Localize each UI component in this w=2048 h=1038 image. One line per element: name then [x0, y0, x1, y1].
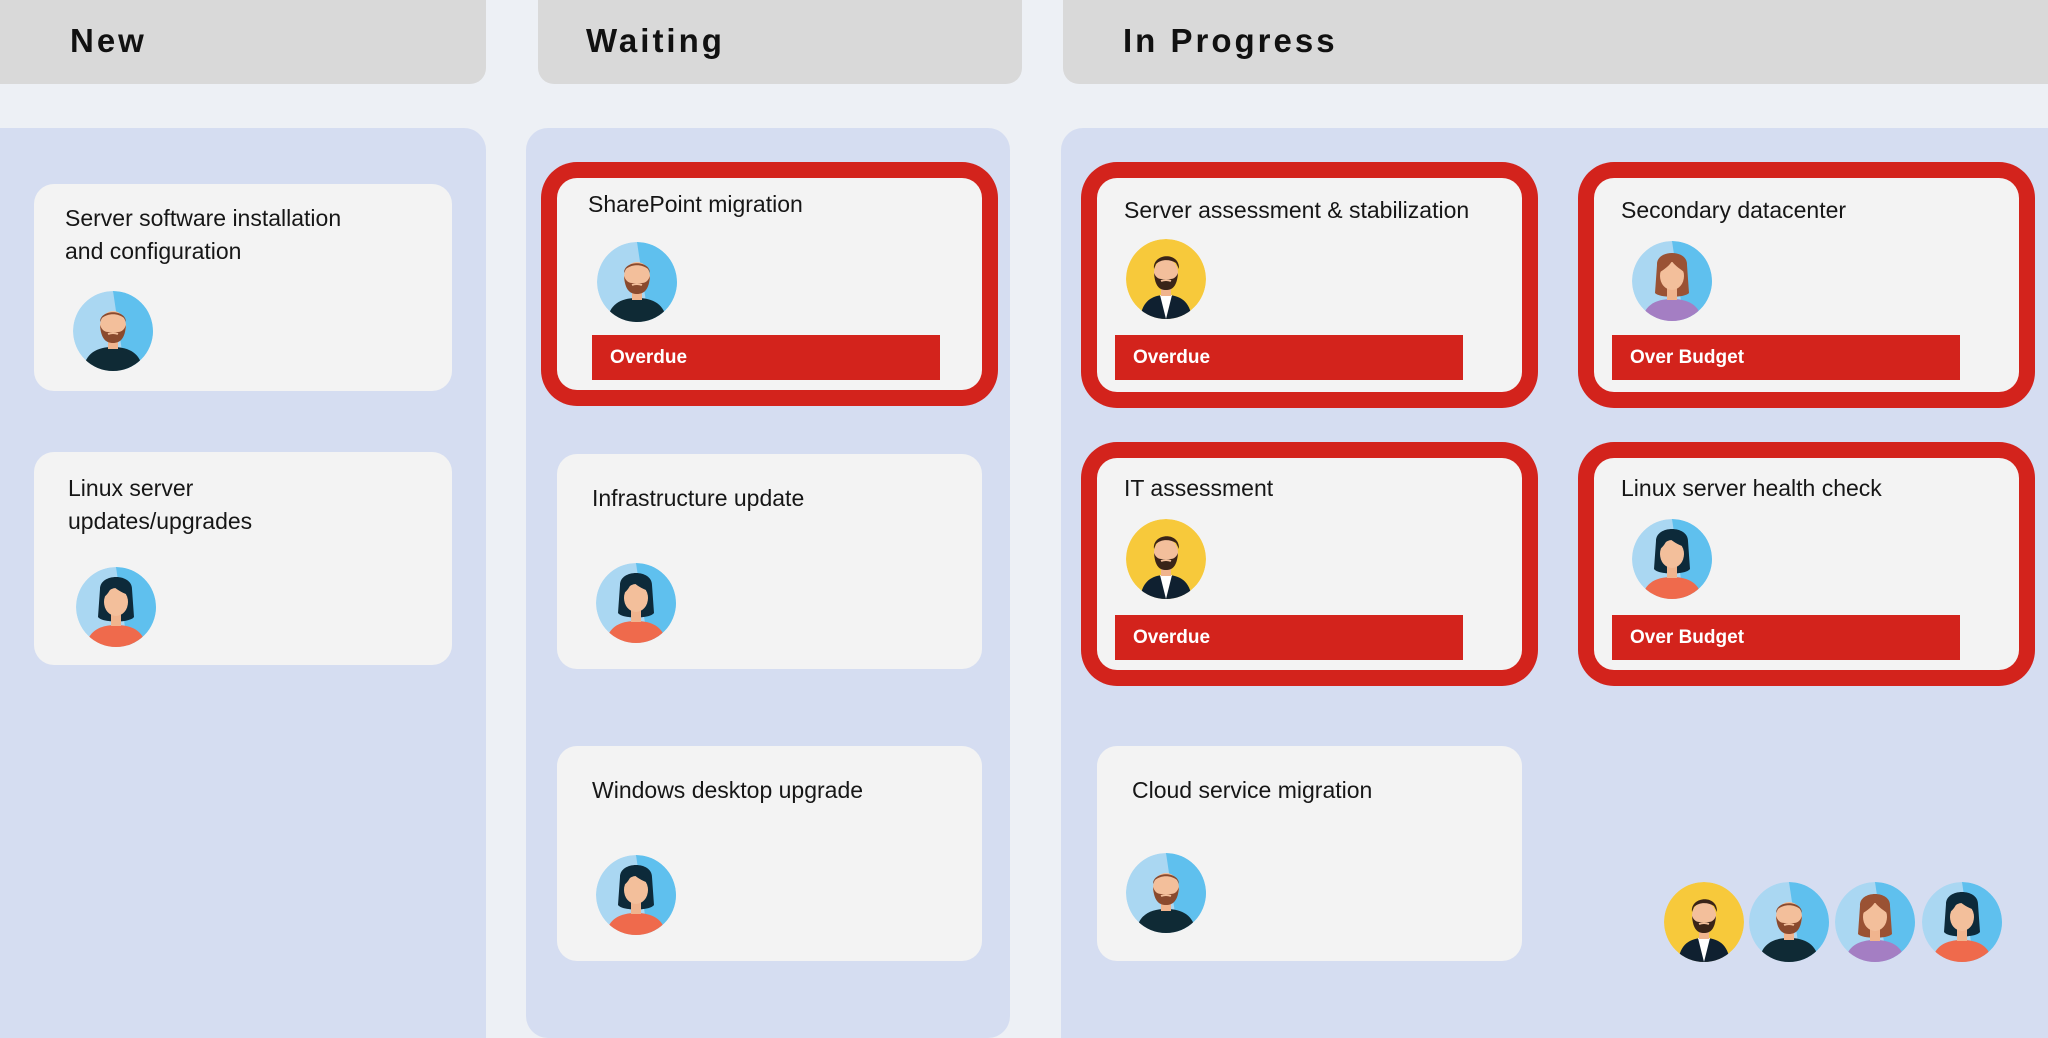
column-header-waiting: Waiting	[538, 0, 1022, 84]
column-title: Waiting	[586, 22, 725, 59]
task-title: Linux server updates/upgrades	[68, 475, 253, 534]
task-card-it-assessment[interactable]: IT assessment Overdue	[1097, 458, 1522, 670]
man-beard-avatar-icon[interactable]	[1749, 882, 1829, 962]
man-yellow-avatar-icon	[1126, 519, 1206, 599]
status-badge-overdue: Overdue	[1115, 335, 1463, 380]
status-badge-overdue: Overdue	[592, 335, 940, 380]
task-title: SharePoint migration	[588, 191, 803, 217]
task-card-secondary-datacenter[interactable]: Secondary datacenter Over Budget	[1594, 178, 2019, 392]
task-title: Windows desktop upgrade	[592, 777, 864, 803]
column-header-new: New	[0, 0, 486, 84]
task-card-infrastructure[interactable]: Infrastructure update	[557, 454, 982, 669]
task-card-windows[interactable]: Windows desktop upgrade	[557, 746, 982, 961]
woman-dark-hair-avatar-icon	[76, 567, 156, 647]
man-yellow-avatar-icon	[1126, 239, 1206, 319]
status-badge-over-budget: Over Budget	[1612, 615, 1960, 660]
task-card-server-install[interactable]: Server software installation and configu…	[34, 184, 452, 391]
woman-dark-hair-avatar-icon	[1632, 519, 1712, 599]
task-card-sharepoint[interactable]: SharePoint migration Overdue	[557, 178, 982, 390]
status-badge-over-budget: Over Budget	[1612, 335, 1960, 380]
task-title: Cloud service migration	[1132, 777, 1373, 803]
woman-dark-hair-avatar-icon[interactable]	[1922, 882, 2002, 962]
task-title: Secondary datacenter	[1621, 197, 1847, 223]
column-header-in-progress: In Progress	[1063, 0, 2048, 84]
task-title: Server assessment & stabilization	[1124, 197, 1470, 223]
task-card-cloud-migration[interactable]: Cloud service migration	[1097, 746, 1522, 961]
task-card-linux-health[interactable]: Linux server health check Over Budget	[1594, 458, 2019, 670]
task-card-server-assessment[interactable]: Server assessment & stabilization Overdu…	[1097, 178, 1522, 392]
man-beard-avatar-icon	[597, 242, 677, 322]
column-title: New	[70, 22, 147, 59]
woman-dark-hair-avatar-icon	[596, 563, 676, 643]
task-title: Linux server health check	[1621, 475, 1882, 501]
task-title: Infrastructure update	[592, 485, 805, 511]
woman-brown-hair-avatar-icon	[1632, 241, 1712, 321]
status-badge-overdue: Overdue	[1115, 615, 1463, 660]
man-yellow-avatar-icon[interactable]	[1664, 882, 1744, 962]
woman-dark-hair-avatar-icon	[596, 855, 676, 935]
column-title: In Progress	[1123, 22, 1338, 59]
woman-brown-hair-avatar-icon[interactable]	[1835, 882, 1915, 962]
man-beard-avatar-icon	[1126, 853, 1206, 933]
task-title: IT assessment	[1124, 475, 1274, 501]
task-title: Server software installation and configu…	[65, 205, 342, 264]
man-beard-avatar-icon	[73, 291, 153, 371]
task-card-linux-updates[interactable]: Linux server updates/upgrades	[34, 452, 452, 665]
